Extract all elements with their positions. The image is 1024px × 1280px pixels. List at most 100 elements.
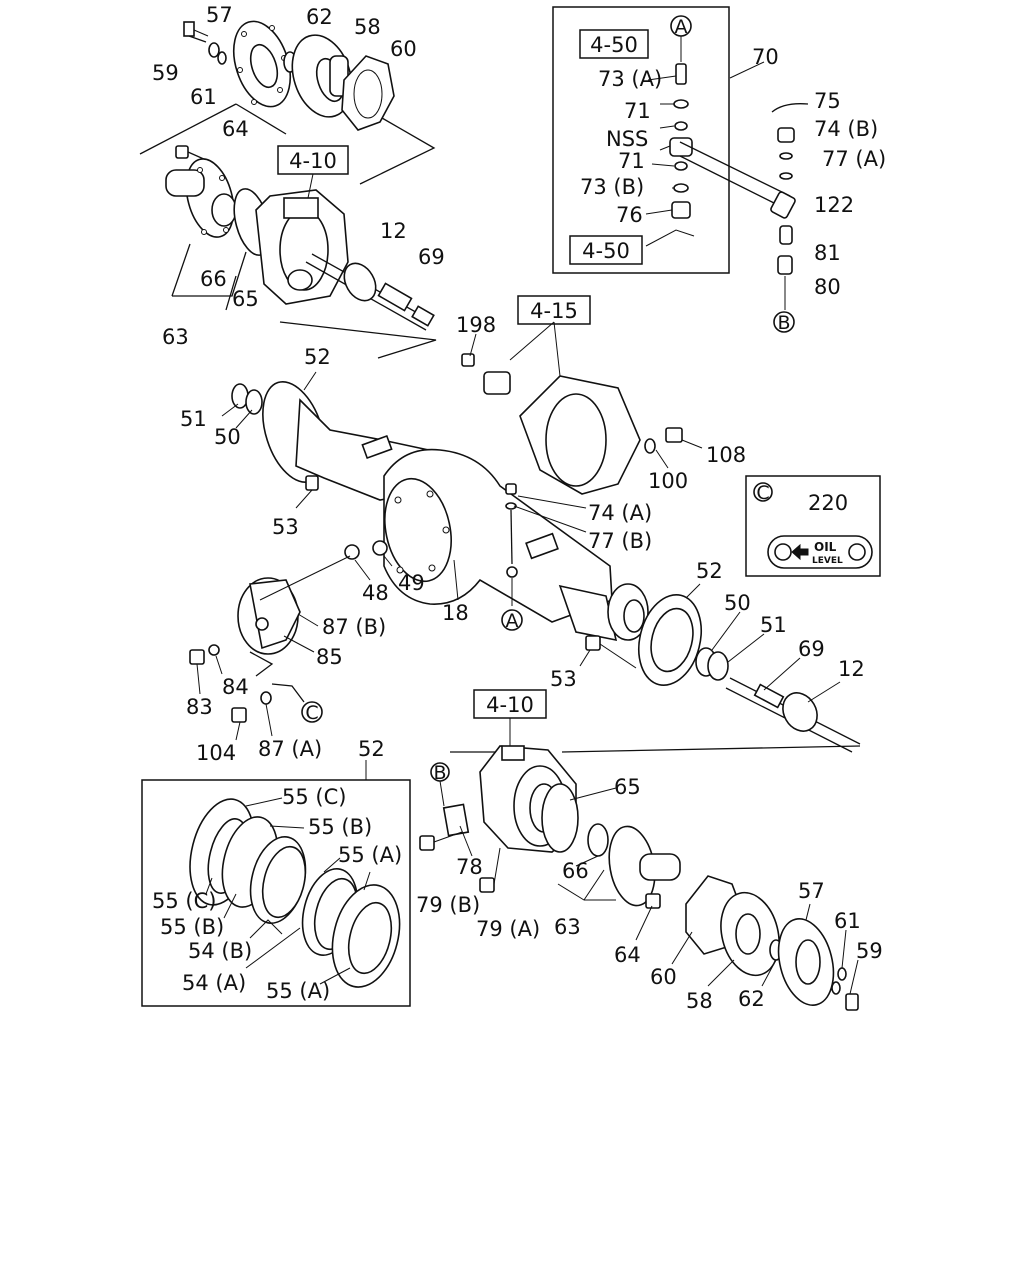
label-55a-top: 55 (A)	[338, 843, 402, 867]
label-51-right: 51	[760, 613, 787, 637]
label-50-left: 50	[214, 425, 241, 449]
label-79a: 79 (A)	[476, 917, 540, 941]
label-63-bot: 63	[554, 915, 581, 939]
oil-level-inset	[745, 475, 881, 577]
label-66-top: 66	[200, 267, 227, 291]
label-12-right: 12	[838, 657, 865, 681]
label-inset-c: C	[756, 482, 769, 504]
ref-box-4-10-top: 4-10	[277, 145, 349, 199]
svg-text:4-10: 4-10	[289, 149, 337, 173]
label-circle-a-top: A	[675, 16, 688, 38]
label-55b-left: 55 (B)	[160, 915, 224, 939]
label-64-bot: 64	[614, 943, 641, 967]
shaft-69-top	[305, 253, 435, 331]
label-53-left: 53	[272, 515, 299, 539]
svg-text:4-50: 4-50	[590, 33, 638, 57]
circle-b-top-marker	[773, 311, 795, 333]
label-59-bot: 59	[856, 939, 883, 963]
knuckle-housing-top	[255, 189, 349, 305]
label-54b: 54 (B)	[188, 939, 252, 963]
label-80: 80	[814, 275, 841, 299]
svg-text:4-15: 4-15	[530, 299, 578, 323]
label-circle-b-top: B	[777, 312, 790, 334]
svg-text:4-50: 4-50	[582, 239, 630, 263]
circle-c-mid-marker	[301, 701, 323, 723]
cover-57-top	[232, 20, 292, 108]
label-69-right: 69	[798, 637, 825, 661]
label-74a: 74 (A)	[588, 501, 652, 525]
label-65-top: 65	[232, 287, 259, 311]
label-level: LEVEL	[812, 556, 843, 566]
bolt-59-top	[183, 21, 209, 43]
label-50-right: 50	[724, 591, 751, 615]
label-52-inset: 52	[358, 737, 385, 761]
label-75: 75	[814, 89, 841, 113]
label-55a-bot: 55 (A)	[266, 979, 330, 1003]
label-71b: 71	[618, 149, 645, 173]
label-73a: 73 (A)	[598, 67, 662, 91]
svg-text:4-10: 4-10	[486, 693, 534, 717]
label-61-bot: 61	[834, 909, 861, 933]
label-198: 198	[456, 313, 496, 337]
label-79b: 79 (B)	[416, 893, 480, 917]
label-65-bot: 65	[614, 775, 641, 799]
label-nss: NSS	[606, 127, 648, 151]
label-74b: 74 (B)	[814, 117, 878, 141]
bearing-set-inset	[141, 760, 411, 1007]
label-62-bot: 62	[738, 987, 765, 1011]
label-59-top: 59	[152, 61, 179, 85]
label-61-top: 61	[190, 85, 217, 109]
label-70: 70	[752, 45, 779, 69]
label-48: 48	[362, 581, 389, 605]
label-77b: 77 (B)	[588, 529, 652, 553]
label-63-top: 63	[162, 325, 189, 349]
label-circle-c-mid: C	[305, 702, 318, 724]
label-108: 108	[706, 443, 746, 467]
washer-61-top	[208, 42, 220, 58]
part-labels: 57 62 58 60 59 61 64 12 69 66 65 63 73 (…	[152, 3, 886, 1013]
label-55c-top: 55 (C)	[282, 785, 346, 809]
label-85: 85	[316, 645, 343, 669]
label-60-top: 60	[390, 37, 417, 61]
label-78: 78	[456, 855, 483, 879]
gasket-60-top	[341, 55, 395, 131]
label-circle-a-mid: A	[506, 610, 519, 632]
ref-box-4-50-a: 4-50	[579, 29, 649, 59]
label-87a: 87 (A)	[258, 737, 322, 761]
label-54a: 54 (A)	[182, 971, 246, 995]
tie-rod-box	[552, 6, 796, 274]
label-52-right: 52	[696, 559, 723, 583]
right-flange-group	[579, 583, 861, 753]
label-122: 122	[814, 193, 854, 217]
label-66-bot: 66	[562, 859, 589, 883]
label-100: 100	[648, 469, 688, 493]
inspection-cover-group	[189, 555, 351, 741]
circle-a-top-marker	[670, 15, 692, 62]
label-62-top: 62	[306, 5, 333, 29]
label-60-bot: 60	[650, 965, 677, 989]
label-53-right: 53	[550, 667, 577, 691]
label-55b-top: 55 (B)	[308, 815, 372, 839]
label-83: 83	[186, 695, 213, 719]
label-18: 18	[442, 601, 469, 625]
label-circle-b-bot: B	[433, 762, 446, 784]
label-84: 84	[222, 675, 249, 699]
label-104: 104	[196, 741, 236, 765]
label-58-top: 58	[354, 15, 381, 39]
label-52-top: 52	[304, 345, 331, 369]
top-left-hub-group	[139, 20, 437, 359]
label-55c-left: 55 (C)	[152, 889, 216, 913]
bolt-64-top	[175, 145, 207, 161]
ref-box-4-50-b: 4-50	[569, 235, 643, 265]
label-77a: 77 (A)	[822, 147, 886, 171]
ref-box-4-15: 4-15	[517, 295, 591, 325]
label-81: 81	[814, 241, 841, 265]
bottom-right-hub-group	[419, 745, 861, 1011]
label-oil: OIL	[814, 540, 837, 554]
label-51-left: 51	[180, 407, 207, 431]
label-73b: 73 (B)	[580, 175, 644, 199]
tie-rod-end-parts	[771, 103, 809, 310]
label-12-top: 12	[380, 219, 407, 243]
axle-housing	[221, 321, 703, 642]
